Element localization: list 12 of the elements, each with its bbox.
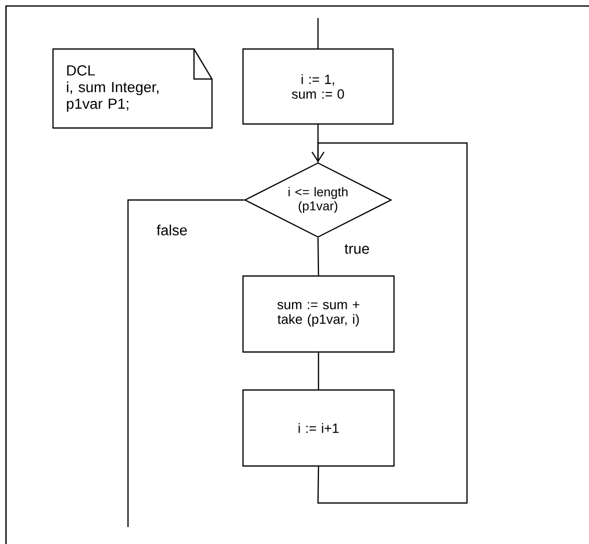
process-box: sum := sum + take (p1var, i) xyxy=(242,275,395,353)
process-box: i := 1, sum := 0 xyxy=(242,48,394,125)
connector xyxy=(127,199,244,527)
note-box: DCL i, sum Integer, p1var P1; xyxy=(52,48,213,129)
edge-label: true xyxy=(343,242,371,256)
connector xyxy=(317,18,319,48)
connector xyxy=(318,352,320,390)
connector xyxy=(312,142,468,504)
connector xyxy=(317,124,319,162)
connector xyxy=(317,238,320,276)
process-box: i := i+1 xyxy=(242,389,395,467)
edge-label: false xyxy=(155,223,189,237)
